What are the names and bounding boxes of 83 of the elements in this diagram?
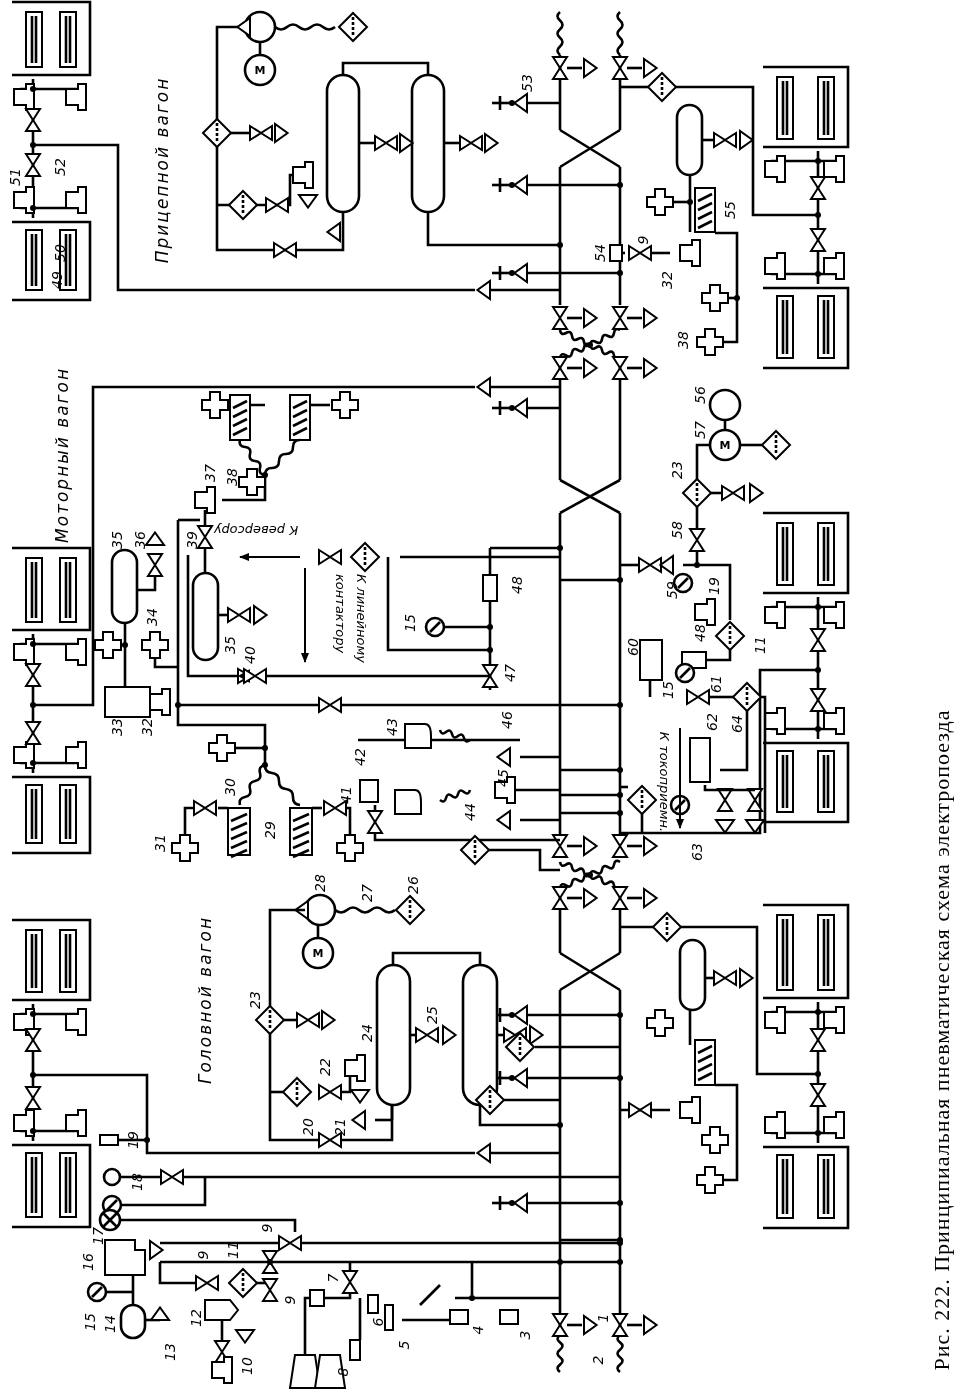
callout-number: 35 [223, 636, 237, 654]
callout-number: 1 [596, 1313, 610, 1323]
callout-number: 41 [339, 786, 353, 804]
callout-number: 54 [593, 244, 607, 262]
callout-number: 11 [226, 1241, 240, 1259]
callout-number: 64 [730, 715, 744, 733]
callout-number: 36 [133, 531, 147, 549]
arrow [239, 553, 301, 561]
callout-number: 9 [196, 1250, 210, 1260]
callout-number: 9 [260, 1223, 274, 1233]
motor-letter: M [312, 947, 324, 959]
callout-number: 32 [140, 718, 154, 736]
callout-number: 19 [126, 1131, 140, 1149]
callout-number: 13 [163, 1343, 177, 1361]
callout-number: 15 [83, 1313, 97, 1331]
destination-label: К реверсору [213, 519, 299, 541]
callout-number: 3 [518, 1330, 532, 1340]
callout-number: 23 [670, 461, 684, 479]
callout-number: 11 [753, 636, 767, 654]
destination-label: К линейному контактору [329, 574, 371, 666]
callout-number: 16 [81, 1253, 95, 1271]
callout-number: 32 [660, 271, 674, 289]
callout-number: 57 [693, 421, 707, 439]
callout-number: 17 [91, 1227, 105, 1245]
callout-number: 63 [690, 843, 704, 861]
callout-number: 44 [463, 803, 477, 821]
car-heading: Головной вагон [196, 916, 214, 1084]
callout-number: 43 [385, 718, 399, 736]
arrow [301, 567, 309, 663]
callout-number: 62 [705, 713, 719, 731]
callout-number: 34 [145, 608, 159, 626]
callout-number: 40 [243, 646, 257, 664]
callout-number: 58 [670, 521, 684, 539]
motor-letter: M [719, 439, 731, 451]
car-heading: Прицепной вагон [153, 76, 171, 264]
callout-number: 30 [223, 778, 237, 796]
callout-number: 39 [185, 531, 199, 549]
car-heading: Моторный вагон [53, 367, 71, 543]
callout-number: 22 [318, 1058, 332, 1076]
callout-number: 52 [53, 158, 67, 176]
callout-number: 37 [203, 464, 217, 482]
motor-letter: M [254, 64, 266, 76]
callout-number: 27 [360, 884, 374, 902]
callout-number: 21 [333, 1118, 347, 1136]
callout-number: 19 [707, 577, 721, 595]
callout-number: 5 [397, 1340, 411, 1350]
callout-number: 6 [371, 1317, 385, 1327]
callout-number: 33 [110, 718, 124, 736]
callout-number: 38 [676, 331, 690, 349]
callout-number: 26 [406, 876, 420, 894]
callout-number: 47 [503, 664, 517, 682]
callout-number: 55 [723, 201, 737, 219]
callout-number: 48 [693, 624, 707, 642]
callout-number: 46 [500, 711, 514, 729]
callout-number: 48 [510, 576, 524, 594]
callout-number: 51 [8, 168, 22, 186]
callout-number: 9 [636, 235, 650, 245]
callout-number: 29 [263, 821, 277, 839]
callout-number: 20 [301, 1118, 315, 1136]
callout-number: 23 [248, 991, 262, 1009]
callout-number: 25 [425, 1006, 439, 1024]
callout-number: 53 [520, 74, 534, 92]
destination-label: К токоприемн. [653, 731, 675, 833]
callout-number: 15 [661, 681, 675, 699]
callout-number: 60 [626, 638, 640, 656]
callout-number: 14 [103, 1315, 117, 1333]
callout-number: 28 [313, 874, 327, 892]
callout-number: 38 [225, 468, 239, 486]
figure-caption: Рис. 222. Принципиальная пневматическая схема электропоезда [931, 709, 953, 1371]
callout-number: 24 [360, 1024, 374, 1042]
callout-number: 10 [240, 1357, 254, 1375]
arrow [676, 727, 684, 829]
callout-number: 42 [353, 748, 367, 766]
callout-number: 4 [471, 1325, 485, 1335]
callout-number: 15 [403, 614, 417, 632]
callout-number: 56 [693, 386, 707, 404]
callout-number: 31 [153, 834, 167, 852]
callout-number: 7 [326, 1273, 340, 1283]
callout-number: 2 [591, 1355, 605, 1365]
callout-number: 9 [283, 1295, 297, 1305]
callout-number: 12 [189, 1309, 203, 1327]
callout-number: 61 [709, 675, 723, 693]
callout-number: 35 [110, 531, 124, 549]
